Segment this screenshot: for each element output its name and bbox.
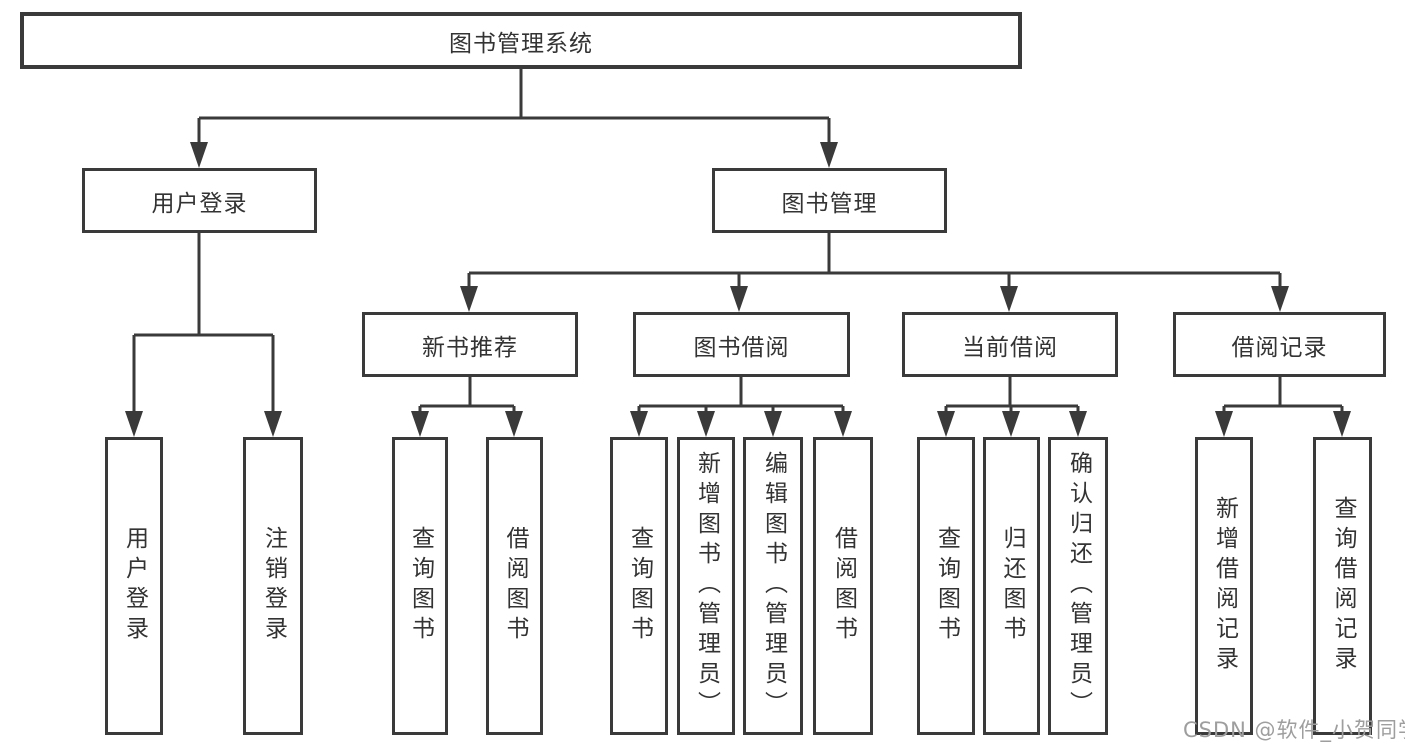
node-leaf-return-books: 归还图书 [983,437,1040,735]
leaf-label: 新增图书（管理员） [693,451,720,721]
leaf-label: 查询图书 [933,526,960,646]
node-book-borrow: 图书借阅 [633,312,850,377]
leaf-label: 归还图书 [999,526,1025,646]
node-leaf-borrow-books-recommend: 借阅图书 [486,437,543,735]
node-leaf-add-books-admin: 新增图书（管理员） [677,437,735,735]
leaf-label: 查询图书 [407,526,434,646]
leaf-label: 借阅图书 [830,526,857,646]
leaf-label: 编辑图书（管理员） [760,451,787,721]
leaf-label: 借阅图书 [502,526,528,646]
leaf-label: 注销登录 [260,526,287,646]
leaf-label: 确认归还（管理员） [1065,451,1092,721]
node-leaf-logout: 注销登录 [243,437,303,735]
node-leaf-add-borrow-record: 新增借阅记录 [1195,437,1253,735]
node-book-management: 图书管理 [712,168,947,233]
node-leaf-user-login: 用户登录 [105,437,163,735]
node-leaf-query-books-recommend: 查询图书 [392,437,448,735]
node-library-system: 图书管理系统 [20,12,1022,69]
node-borrow-records: 借阅记录 [1173,312,1386,377]
node-user-login: 用户登录 [82,168,317,233]
leaf-label: 查询借阅记录 [1330,496,1356,676]
node-leaf-borrow-books: 借阅图书 [813,437,873,735]
leaf-label: 用户登录 [121,526,148,646]
csdn-watermark: CSDN @软件_小贺同学 [1183,718,1405,742]
node-leaf-query-borrow-record: 查询借阅记录 [1313,437,1372,735]
node-leaf-edit-books-admin: 编辑图书（管理员） [743,437,803,735]
leaf-label: 新增借阅记录 [1211,496,1238,676]
node-leaf-query-books: 查询图书 [610,437,668,735]
node-leaf-query-books-current: 查询图书 [917,437,975,735]
node-current-borrow: 当前借阅 [902,312,1118,377]
node-new-book-recommend: 新书推荐 [362,312,578,377]
arrowhead-icons [125,142,1351,437]
leaf-label: 查询图书 [626,526,653,646]
node-leaf-confirm-return-admin: 确认归还（管理员） [1048,437,1108,735]
